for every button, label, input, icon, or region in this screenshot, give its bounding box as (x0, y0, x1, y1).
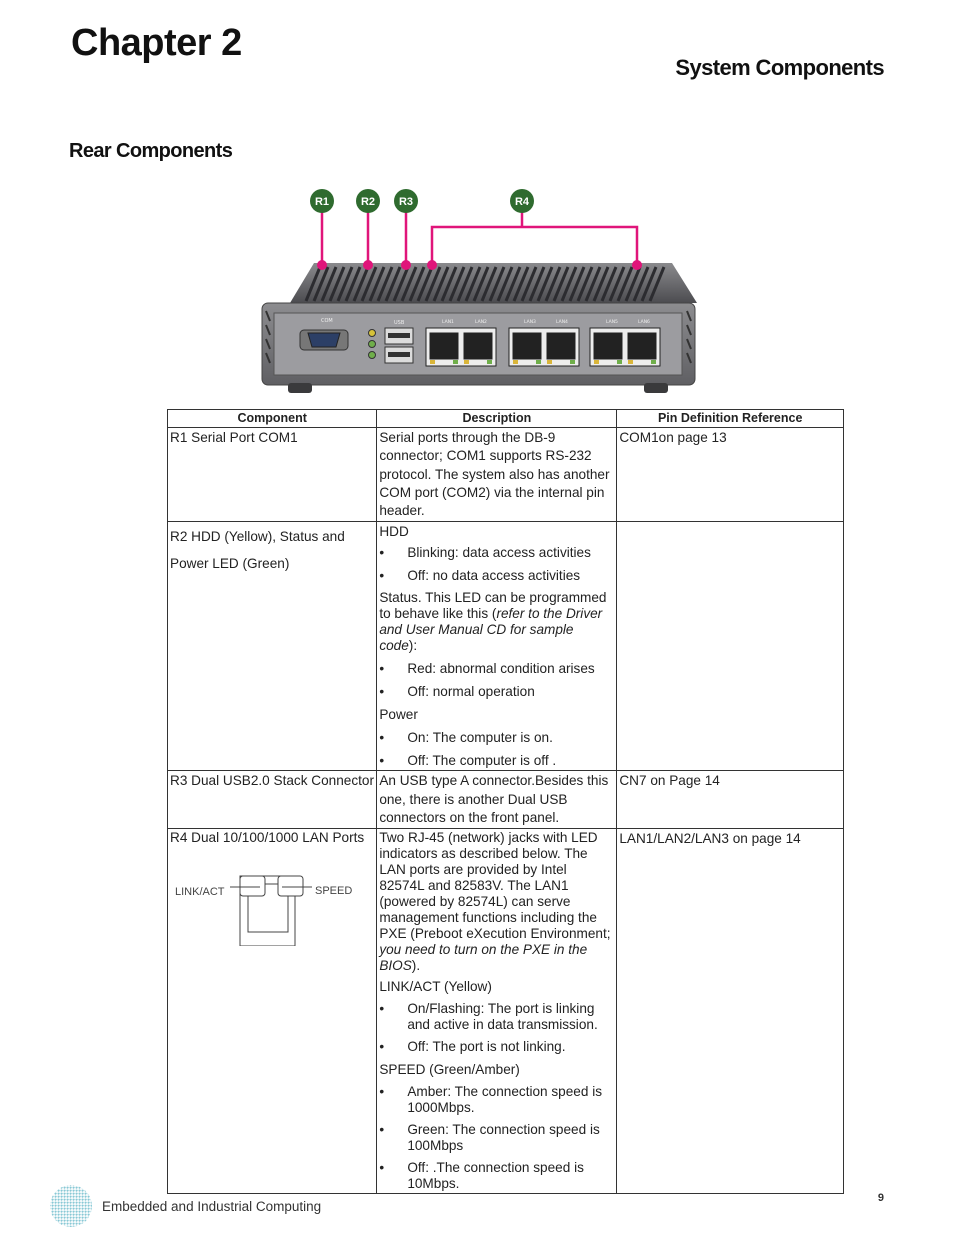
lan-jack-outline (230, 875, 312, 947)
list-item: •Off: The port is not linking. (379, 1039, 566, 1055)
row-r4-reference: LAN1/LAN2/LAN3 on page 14 (616, 828, 844, 1195)
callout-r1: R1 (310, 189, 334, 213)
list-item: •Off: normal operation (379, 684, 535, 700)
subsection-title: Rear Components (69, 140, 233, 162)
callout-r2: R2 (356, 189, 380, 213)
callout-r4: R4 (510, 189, 534, 213)
row-r3-description: An USB type A connector.Besides this one… (376, 770, 618, 830)
row-r3-reference: CN7 on Page 14 (616, 770, 844, 830)
svg-text:R3: R3 (399, 196, 413, 208)
list-item: •Red: abnormal condition arises (379, 661, 595, 677)
header-description: Description (376, 409, 618, 428)
svg-text:LAN6: LAN6 (638, 319, 650, 325)
status-paragraph: Status. This LED can be programmed to be… (379, 590, 607, 654)
list-item: •On/Flashing: The port is linking and ac… (379, 1001, 598, 1033)
list-item: •Blinking: data access activities (379, 545, 591, 561)
callout-r3: R3 (394, 189, 418, 213)
section-title: System Components (675, 55, 884, 80)
row-r3-component: R3 Dual USB2.0 Stack Connector (166, 770, 378, 830)
rear-panel-figure: COM USB LAN1 LAN2 LAN3 LAN4 LAN5 LAN6 (232, 189, 742, 403)
row-r1-reference: COM1on page 13 (616, 426, 844, 523)
table-row: R1 Serial Port COM1 Serial ports through… (166, 426, 844, 523)
row-r1-component: R1 Serial Port COM1 (166, 426, 378, 523)
footer-tagline: Embedded and Industrial Computing (102, 1199, 322, 1214)
row-r2-reference (616, 521, 844, 772)
chapter-title: Chapter 2 (71, 22, 242, 64)
table-row: R3 Dual USB2.0 Stack Connector An USB ty… (166, 770, 844, 830)
rear-components-table: Component Description Pin Definition Ref… (166, 409, 844, 1195)
speed-heading: SPEED (Green/Amber) (379, 1062, 520, 1078)
lan-intro-paragraph: Two RJ-45 (network) jacks with LED indic… (379, 830, 611, 974)
link-act-heading: LINK/ACT (Yellow) (379, 979, 492, 995)
svg-text:LAN1: LAN1 (442, 319, 454, 325)
list-item: •Green: The connection speed is 100Mbps (379, 1122, 600, 1154)
row-r4-component: R4 Dual 10/100/1000 LAN Ports LINK/ACT S… (166, 828, 378, 1195)
speed-label: SPEED (315, 885, 353, 898)
row-r2-description: HDD •Blinking: data access activities •O… (376, 521, 618, 772)
table-header-row: Component Description Pin Definition Ref… (166, 409, 844, 428)
row-r2-component-text: R2 HDD (Yellow), Status and Power LED (G… (170, 529, 345, 572)
heatsink-fins (304, 266, 666, 302)
lan-led-diagram: LINK/ACT SPEED (170, 866, 360, 947)
com-port: COM (299, 318, 349, 351)
svg-text:COM: COM (321, 318, 333, 324)
svg-text:LAN4: LAN4 (556, 319, 568, 325)
list-item: •On: The computer is on. (379, 730, 553, 746)
table-row: R2 HDD (Yellow), Status and Power LED (G… (166, 521, 844, 772)
row-r4-description: Two RJ-45 (network) jacks with LED indic… (376, 828, 618, 1195)
svg-text:R1: R1 (315, 196, 329, 208)
link-act-label: LINK/ACT (175, 886, 225, 899)
page-number: 9 (877, 1192, 884, 1204)
power-heading: Power (379, 707, 418, 723)
svg-text:USB: USB (394, 320, 405, 326)
status-leds (368, 329, 376, 359)
svg-text:LAN3: LAN3 (524, 319, 536, 325)
list-item: •Off: .The connection speed is 10Mbps. (379, 1160, 584, 1192)
svg-text:R2: R2 (361, 196, 375, 208)
row-r2-component: R2 HDD (Yellow), Status and Power LED (G… (166, 521, 378, 772)
usb-stack: USB (384, 320, 414, 364)
header-component: Component (166, 409, 378, 428)
list-item: •Amber: The connection speed is 1000Mbps… (379, 1084, 603, 1116)
heatsink-top (290, 263, 697, 303)
svg-text:R4: R4 (515, 196, 530, 208)
list-item: •Off: no data access activities (379, 568, 581, 584)
lan-ports: LAN1 LAN2 LAN3 LAN4 LAN5 LAN6 (442, 319, 650, 325)
svg-text:LAN5: LAN5 (606, 319, 618, 325)
row-r4-component-text: R4 Dual 10/100/1000 LAN Ports (170, 830, 365, 846)
table-row: R4 Dual 10/100/1000 LAN Ports LINK/ACT S… (166, 828, 844, 1195)
list-item: •Off: The computer is off . (379, 753, 557, 769)
hdd-heading: HDD (379, 524, 409, 540)
company-logo-icon (50, 1185, 92, 1227)
svg-text:LAN2: LAN2 (475, 319, 487, 325)
row-r1-description: Serial ports through the DB-9 connector;… (376, 426, 618, 523)
header-reference: Pin Definition Reference (616, 409, 844, 428)
